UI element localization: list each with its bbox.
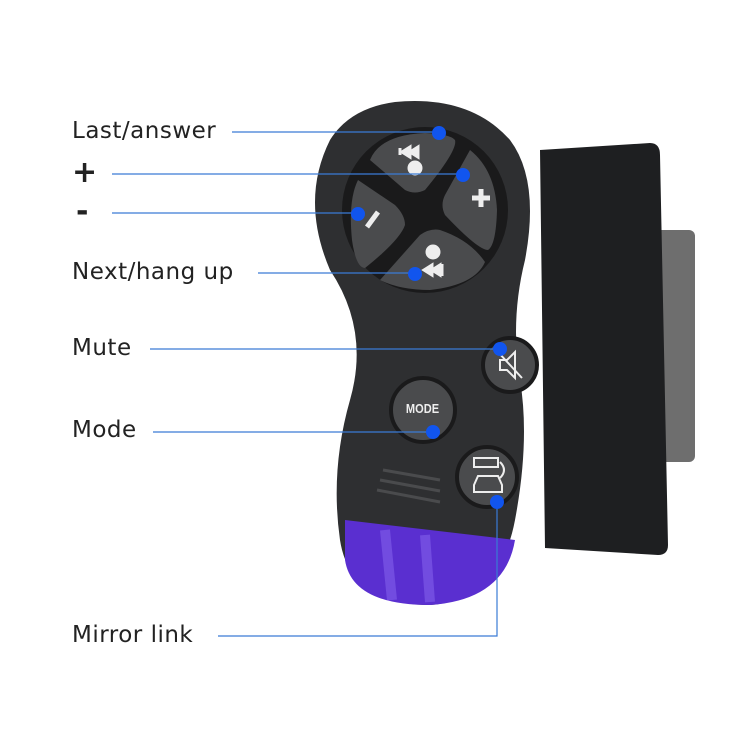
callout-lines <box>112 131 500 637</box>
callout-plus: + <box>72 155 98 190</box>
callout-mute: Mute <box>72 335 132 361</box>
next-hang-up-button[interactable] <box>380 229 485 290</box>
mode-button-text: MODE <box>405 401 440 416</box>
callout-dots <box>351 126 507 509</box>
callout-mode: Mode <box>72 417 137 443</box>
vent-grille <box>376 468 441 504</box>
callout-minus: - <box>76 194 89 229</box>
phone-hangup-icon <box>425 244 441 260</box>
mode-button[interactable] <box>389 376 457 444</box>
phone-answer-icon <box>407 160 423 176</box>
mute-icon <box>497 349 523 381</box>
next-icon <box>421 262 444 278</box>
callout-mirror-link: Mirror link <box>72 622 194 648</box>
callout-next-hang-up: Next/hang up <box>72 259 234 285</box>
car-link-icon <box>473 457 505 493</box>
plus-icon <box>472 189 490 207</box>
callout-last-answer: Last/answer <box>72 118 217 144</box>
previous-icon <box>398 144 420 160</box>
minus-button[interactable] <box>350 180 405 268</box>
mount-clip <box>540 143 668 555</box>
minus-icon <box>364 210 381 229</box>
